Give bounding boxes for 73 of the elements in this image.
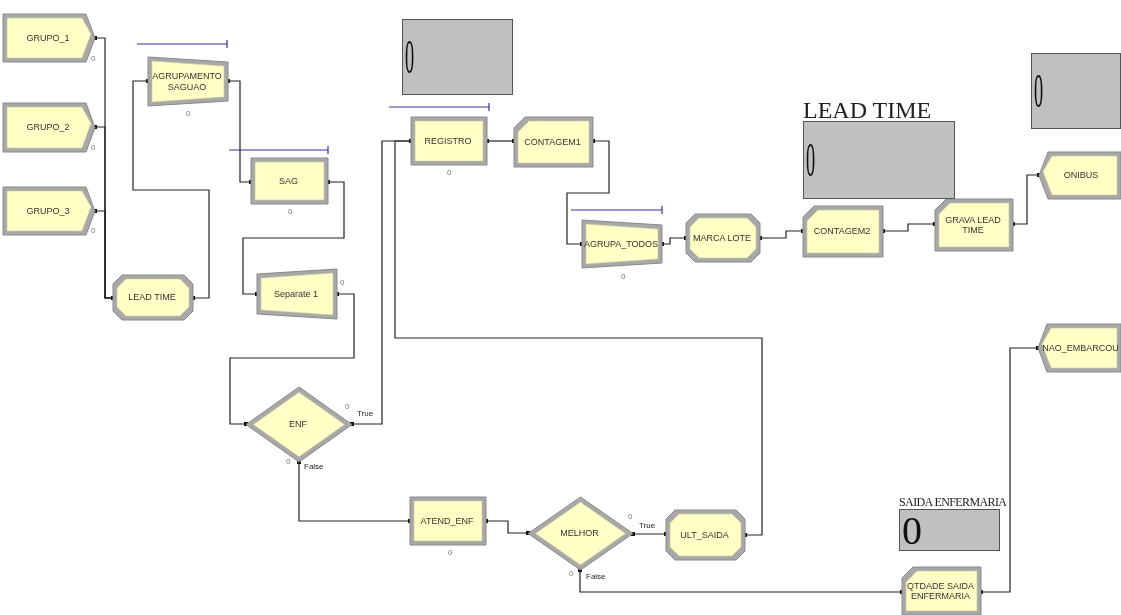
edge-label: False (303, 463, 325, 471)
module-label: CONTAGEM2 (813, 226, 871, 237)
connector (631, 532, 668, 536)
module-label: GRUPO_3 (26, 205, 70, 217)
display-panel (1031, 53, 1121, 129)
edge-label: True (356, 410, 375, 418)
counter-value: 0 (286, 458, 291, 466)
display-value: 0 (1034, 67, 1044, 115)
module-label: AGRUPA_TODOS (583, 238, 659, 250)
module-label: ENF (289, 419, 307, 430)
dispose-module (1038, 324, 1121, 372)
counter-value: 0 (91, 144, 96, 152)
counter-value: 0 (628, 513, 633, 521)
module-label: NAO_EMBARCOU (1042, 342, 1119, 354)
module-label: MARCA LOTE (693, 232, 751, 244)
process-module (251, 158, 328, 204)
edge-label: True (638, 522, 657, 530)
counter-value: 0 (340, 279, 345, 287)
counter-value: 0 (91, 55, 96, 63)
module-label: ATEND_ENF (420, 515, 474, 527)
batch-module (148, 57, 228, 106)
assign-module (113, 275, 193, 320)
module-label: ULT_SAIDA (680, 529, 729, 541)
record-module (803, 206, 883, 257)
module-label: GRAVA LEAD TIME (944, 214, 1002, 236)
module-label: QTDADE SAIDA ENFERMARIA (906, 580, 975, 602)
batch-module (582, 220, 662, 268)
display-panel (402, 19, 513, 95)
module-label: AGRUPAMENTO SAGUAO (152, 71, 222, 92)
process-module (411, 117, 487, 165)
module-label: Separate 1 (273, 288, 318, 300)
display-title: LEAD TIME (803, 98, 932, 122)
display-value: 0 (405, 33, 415, 81)
counter-value: 0 (448, 549, 453, 557)
create-module (3, 103, 95, 152)
display-value: 0 (806, 136, 816, 184)
display-title: SAIDA ENFERMARIA (899, 496, 1007, 508)
counter-value: 0 (569, 570, 574, 578)
record-module (902, 567, 981, 615)
create-module (3, 187, 95, 235)
counter-value: 0 (447, 169, 452, 177)
separate-module (257, 269, 337, 319)
record-module (514, 117, 593, 167)
display-value: 0 (902, 511, 922, 551)
record-module (935, 199, 1013, 251)
edge-label: False (585, 573, 607, 581)
dispose-module (1039, 152, 1121, 199)
decision-diamond (528, 497, 633, 570)
create-module (3, 14, 95, 62)
assign-module (666, 510, 745, 560)
module-label: REGISTRO (424, 135, 472, 147)
module-label: GRUPO_1 (26, 32, 70, 44)
counter-value: 0 (345, 403, 350, 411)
module-label: ONIBUS (1063, 170, 1099, 181)
process-module (410, 497, 486, 545)
module-label: GRUPO_2 (26, 122, 70, 133)
counter-value: 0 (186, 110, 191, 118)
module-label: CONTAGEM1 (524, 136, 581, 148)
counter-value: 0 (621, 273, 626, 281)
connector (297, 460, 412, 523)
connector (132, 79, 210, 300)
connector (394, 139, 763, 537)
module-label: SAG (279, 175, 298, 187)
connector (229, 292, 355, 426)
assign-module (686, 214, 760, 262)
module-label: LEAD TIME (128, 292, 176, 303)
connector (578, 568, 904, 594)
connector (566, 139, 610, 246)
counter-value: 0 (91, 227, 96, 235)
connector (242, 180, 345, 296)
decision-diamond (246, 387, 352, 462)
counter-value: 0 (288, 208, 293, 216)
module-label: MELHOR (560, 528, 599, 539)
